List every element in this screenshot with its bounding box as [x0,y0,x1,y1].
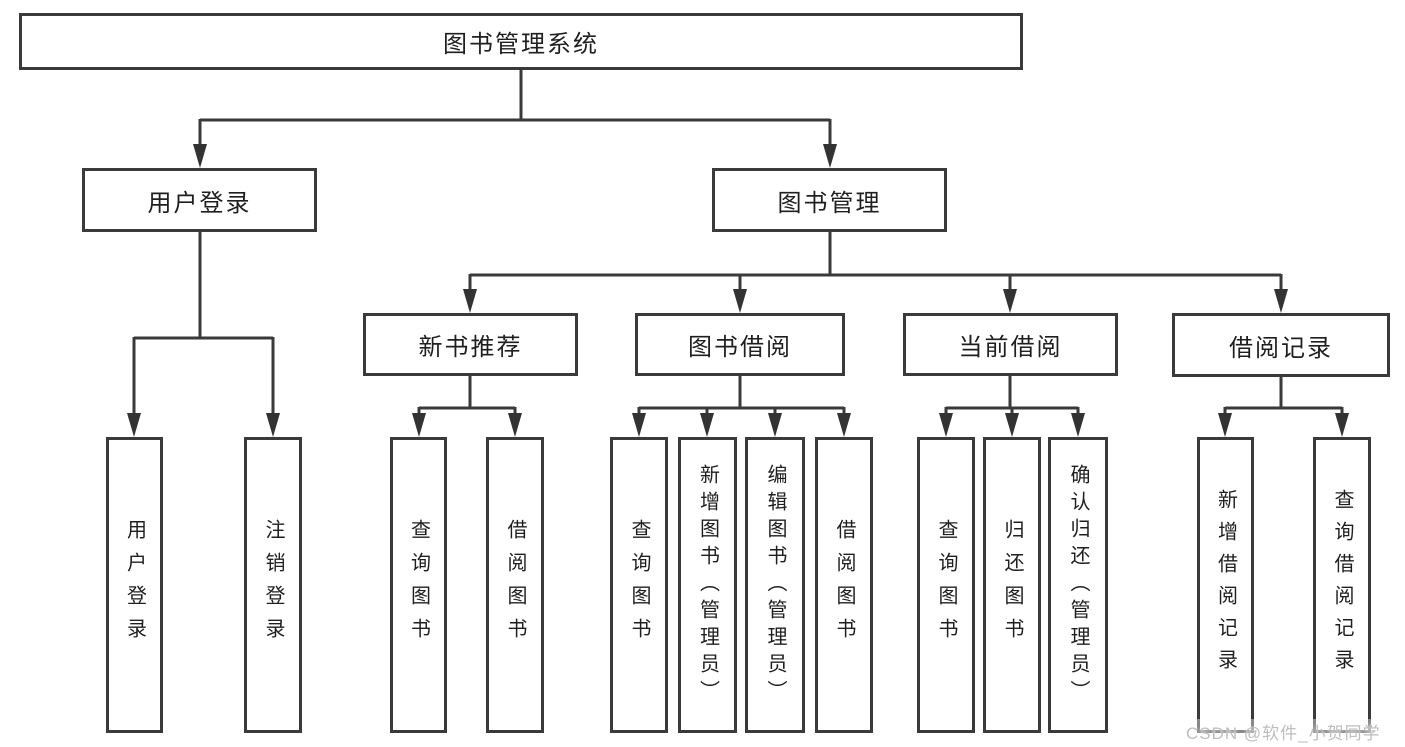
leaf-logout-label: 注销登录 [262,519,284,651]
leaf-query-books-borrow-label: 查询图书 [628,519,650,651]
node-book-management: 图书管理 [712,168,947,232]
leaf-confirm-return-admin: 确认归还（管理员） [1048,437,1108,733]
leaf-borrow-books-label: 借阅图书 [833,519,855,651]
node-library-system: 图书管理系统 [19,13,1023,70]
leaf-add-borrow-record: 新增借阅记录 [1197,437,1254,733]
node-borrowing-records-label: 借阅记录 [1229,334,1333,362]
leaf-borrow-books: 借阅图书 [815,437,873,733]
node-new-book-recommend: 新书推荐 [363,313,578,376]
node-current-borrowing-label: 当前借阅 [958,334,1063,361]
leaf-query-books-borrow: 查询图书 [610,437,668,733]
node-user-login-label: 用户登录 [147,189,252,217]
leaf-query-books-recommend: 查询图书 [390,437,447,733]
csdn-watermark: CSDN @软件_小贺同学 [1186,719,1381,744]
node-current-borrowing: 当前借阅 [903,313,1118,376]
leaf-confirm-return-admin-label: 确认归还（管理员） [1067,463,1089,707]
leaf-borrow-books-recommend: 借阅图书 [486,437,544,733]
leaf-logout: 注销登录 [244,437,302,733]
leaf-add-book-admin: 新增图书（管理员） [678,437,737,733]
node-book-borrowing-label: 图书借阅 [688,334,792,361]
node-book-management-label: 图书管理 [777,189,882,217]
leaf-edit-book-admin: 编辑图书（管理员） [745,437,805,733]
node-borrowing-records: 借阅记录 [1172,313,1390,377]
node-user-login: 用户登录 [82,168,317,232]
leaf-query-books-current: 查询图书 [917,437,975,733]
leaf-edit-book-admin-label: 编辑图书（管理员） [764,463,786,707]
leaf-query-books-recommend-label: 查询图书 [407,519,430,651]
leaf-query-books-current-label: 查询图书 [935,519,957,651]
leaf-user-login: 用户登录 [106,437,163,733]
node-library-system-label: 图书管理系统 [443,31,599,58]
node-book-borrowing: 图书借阅 [635,313,845,376]
leaf-return-books-label: 归还图书 [1001,519,1023,651]
node-new-book-recommend-label: 新书推荐 [418,334,523,361]
leaf-add-book-admin-label: 新增图书（管理员） [696,463,719,707]
leaf-add-borrow-record-label: 新增借阅记录 [1214,489,1237,681]
leaf-query-borrow-record: 查询借阅记录 [1313,437,1371,733]
leaf-return-books: 归还图书 [983,437,1041,733]
leaf-borrow-books-recommend-label: 借阅图书 [504,519,526,651]
leaf-query-borrow-record-label: 查询借阅记录 [1331,489,1353,681]
leaf-user-login-label: 用户登录 [123,519,146,651]
